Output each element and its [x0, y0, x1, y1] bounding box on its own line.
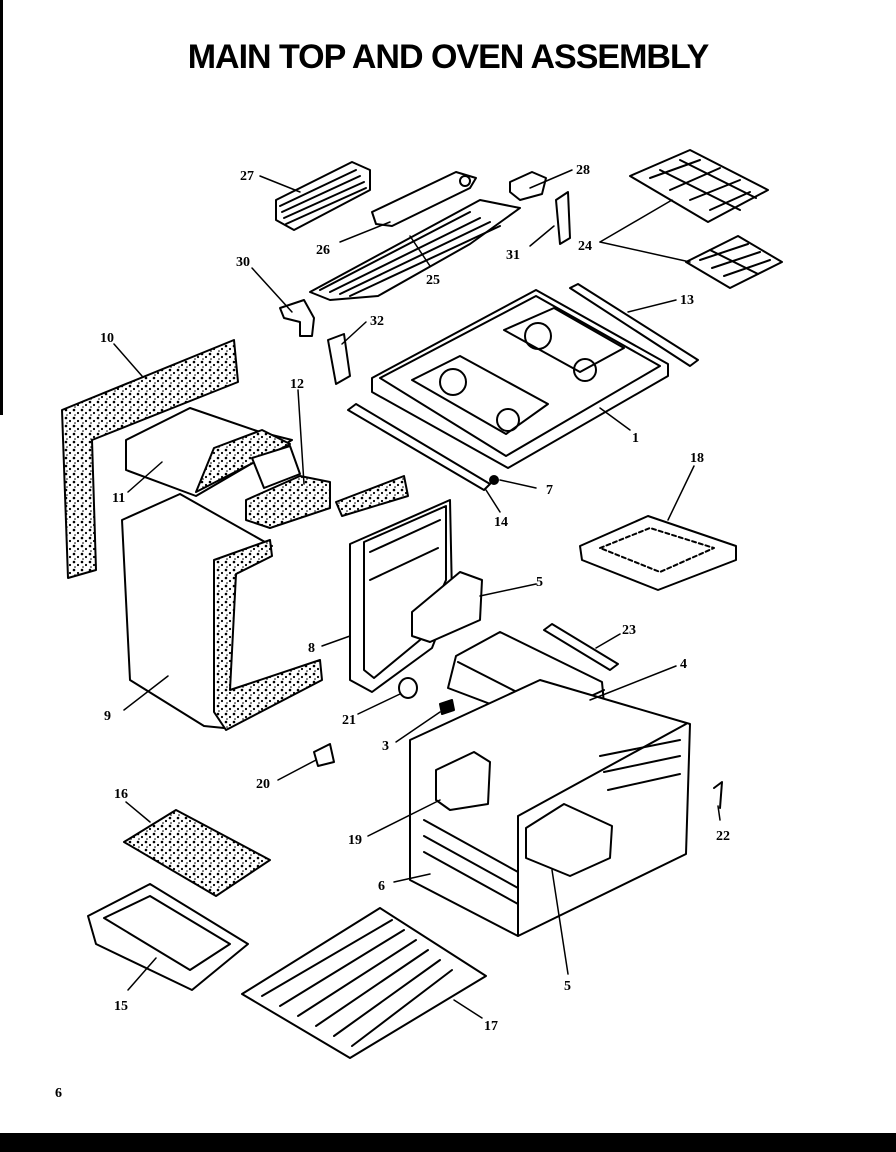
callout-20: 19 [348, 833, 362, 848]
part-13-insulation [245, 445, 409, 529]
leader-lines [113, 169, 721, 1019]
part-10-insulation [121, 493, 323, 731]
page-title: MAIN TOP AND OVEN ASSEMBLY [187, 38, 710, 76]
part-1-main-top [371, 289, 669, 469]
callout-21: 20 [256, 777, 270, 792]
part-15-strip [347, 403, 491, 491]
part-25-strip [543, 623, 619, 671]
callout-25: 23 [622, 623, 636, 638]
part-20-bracket [435, 751, 491, 811]
callout-18: 17 [484, 1019, 498, 1034]
part-7-clip [439, 699, 455, 715]
part-12-insulation [125, 407, 293, 497]
callout-13: 12 [290, 377, 304, 392]
part-19-pan [579, 515, 737, 591]
part-21-clip [313, 743, 335, 767]
callout-19: 18 [690, 451, 704, 466]
part-14-trim-strip [569, 283, 699, 367]
callout-16: 15 [114, 999, 128, 1014]
callout-4: 4 [680, 657, 687, 672]
part-27-bracket [371, 171, 477, 227]
callout-11: 10 [100, 331, 114, 346]
part-6-burner-box [411, 571, 483, 643]
callout-10: 9 [104, 709, 111, 724]
callout-3: 6 [378, 879, 385, 894]
callout-27: 26 [316, 243, 330, 258]
part-11-insulation [61, 339, 239, 579]
part-9-panel [349, 499, 453, 693]
part-29-clip [509, 171, 547, 201]
part-8-knob [489, 475, 499, 485]
callout-14: 13 [680, 293, 694, 308]
part-24-pin [713, 781, 723, 809]
page-number: 6 [55, 1086, 62, 1101]
part-32-tube [327, 333, 351, 385]
callout-9: 8 [308, 641, 315, 656]
scan-edge-left [0, 0, 3, 415]
part-16-broiler-pan [87, 883, 249, 991]
callout-22: 21 [342, 713, 356, 728]
callout-5: 5 [564, 979, 571, 994]
part-18-oven-rack [241, 907, 487, 1059]
callout-labels: 27 26 25 28 31 24 30 13 32 10 12 1 11 7 … [100, 163, 730, 1034]
callout-17: 16 [114, 787, 128, 802]
callout-30: 30 [236, 255, 250, 270]
part-23-grates [629, 149, 783, 289]
part-17-broiler-grid [123, 809, 271, 897]
callout-32: 32 [370, 314, 384, 329]
callout-26: 25 [426, 273, 440, 288]
callout-24: 22 [716, 829, 730, 844]
callout-6: 5 [536, 575, 543, 590]
part-28-grate-bars [275, 161, 371, 231]
callout-8: 7 [546, 483, 553, 498]
callout-28: 27 [240, 169, 254, 184]
part-31-rod [555, 191, 571, 245]
callout-31: 31 [506, 248, 520, 263]
callout-7: 3 [382, 739, 389, 754]
callout-15: 14 [494, 515, 508, 530]
callout-1: 1 [632, 431, 639, 446]
part-26-heat-shield [309, 199, 521, 301]
callout-23: 24 [578, 239, 592, 254]
callout-29: 28 [576, 163, 590, 178]
part-5-cavity [525, 803, 613, 877]
part-22-ring [398, 677, 418, 699]
part-3-oven-liner [409, 679, 691, 937]
callout-12: 11 [112, 491, 125, 506]
scan-edge-bottom [0, 1133, 896, 1152]
